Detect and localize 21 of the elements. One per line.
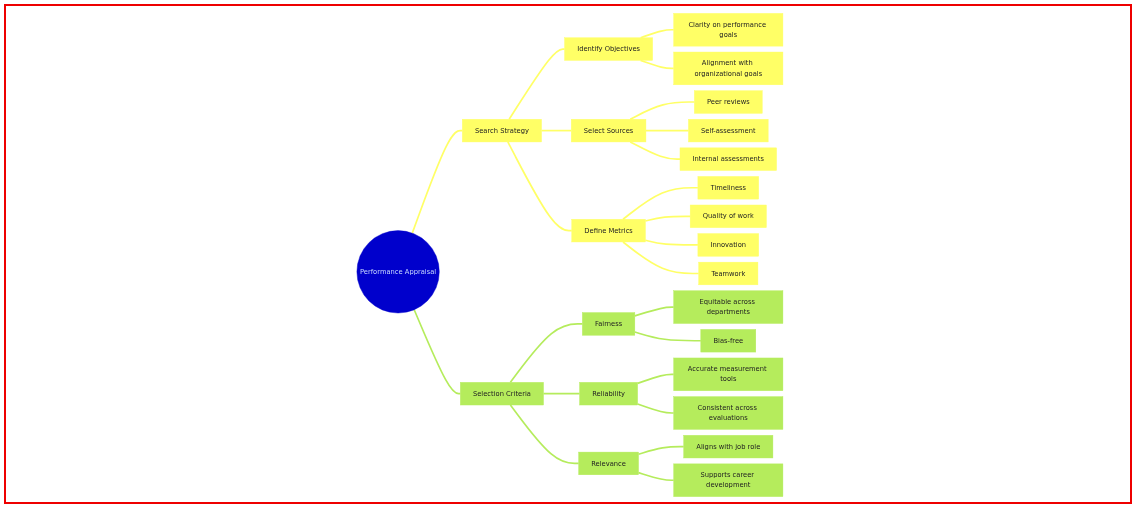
connector [644, 215, 692, 222]
connector [629, 101, 696, 121]
connector [645, 129, 690, 132]
connector [622, 186, 699, 221]
connector [644, 239, 699, 246]
connector [637, 445, 685, 456]
connector [508, 48, 566, 121]
connector [507, 141, 573, 232]
connector [509, 323, 584, 384]
connector [636, 403, 675, 414]
connector [413, 308, 462, 395]
connector [634, 331, 702, 342]
connector [636, 373, 675, 385]
connector [634, 306, 675, 317]
connector [540, 129, 573, 132]
connector [637, 471, 675, 482]
connector [622, 241, 700, 275]
connector [509, 404, 580, 465]
connector [411, 129, 464, 234]
connector [629, 141, 681, 161]
connector [542, 392, 581, 395]
